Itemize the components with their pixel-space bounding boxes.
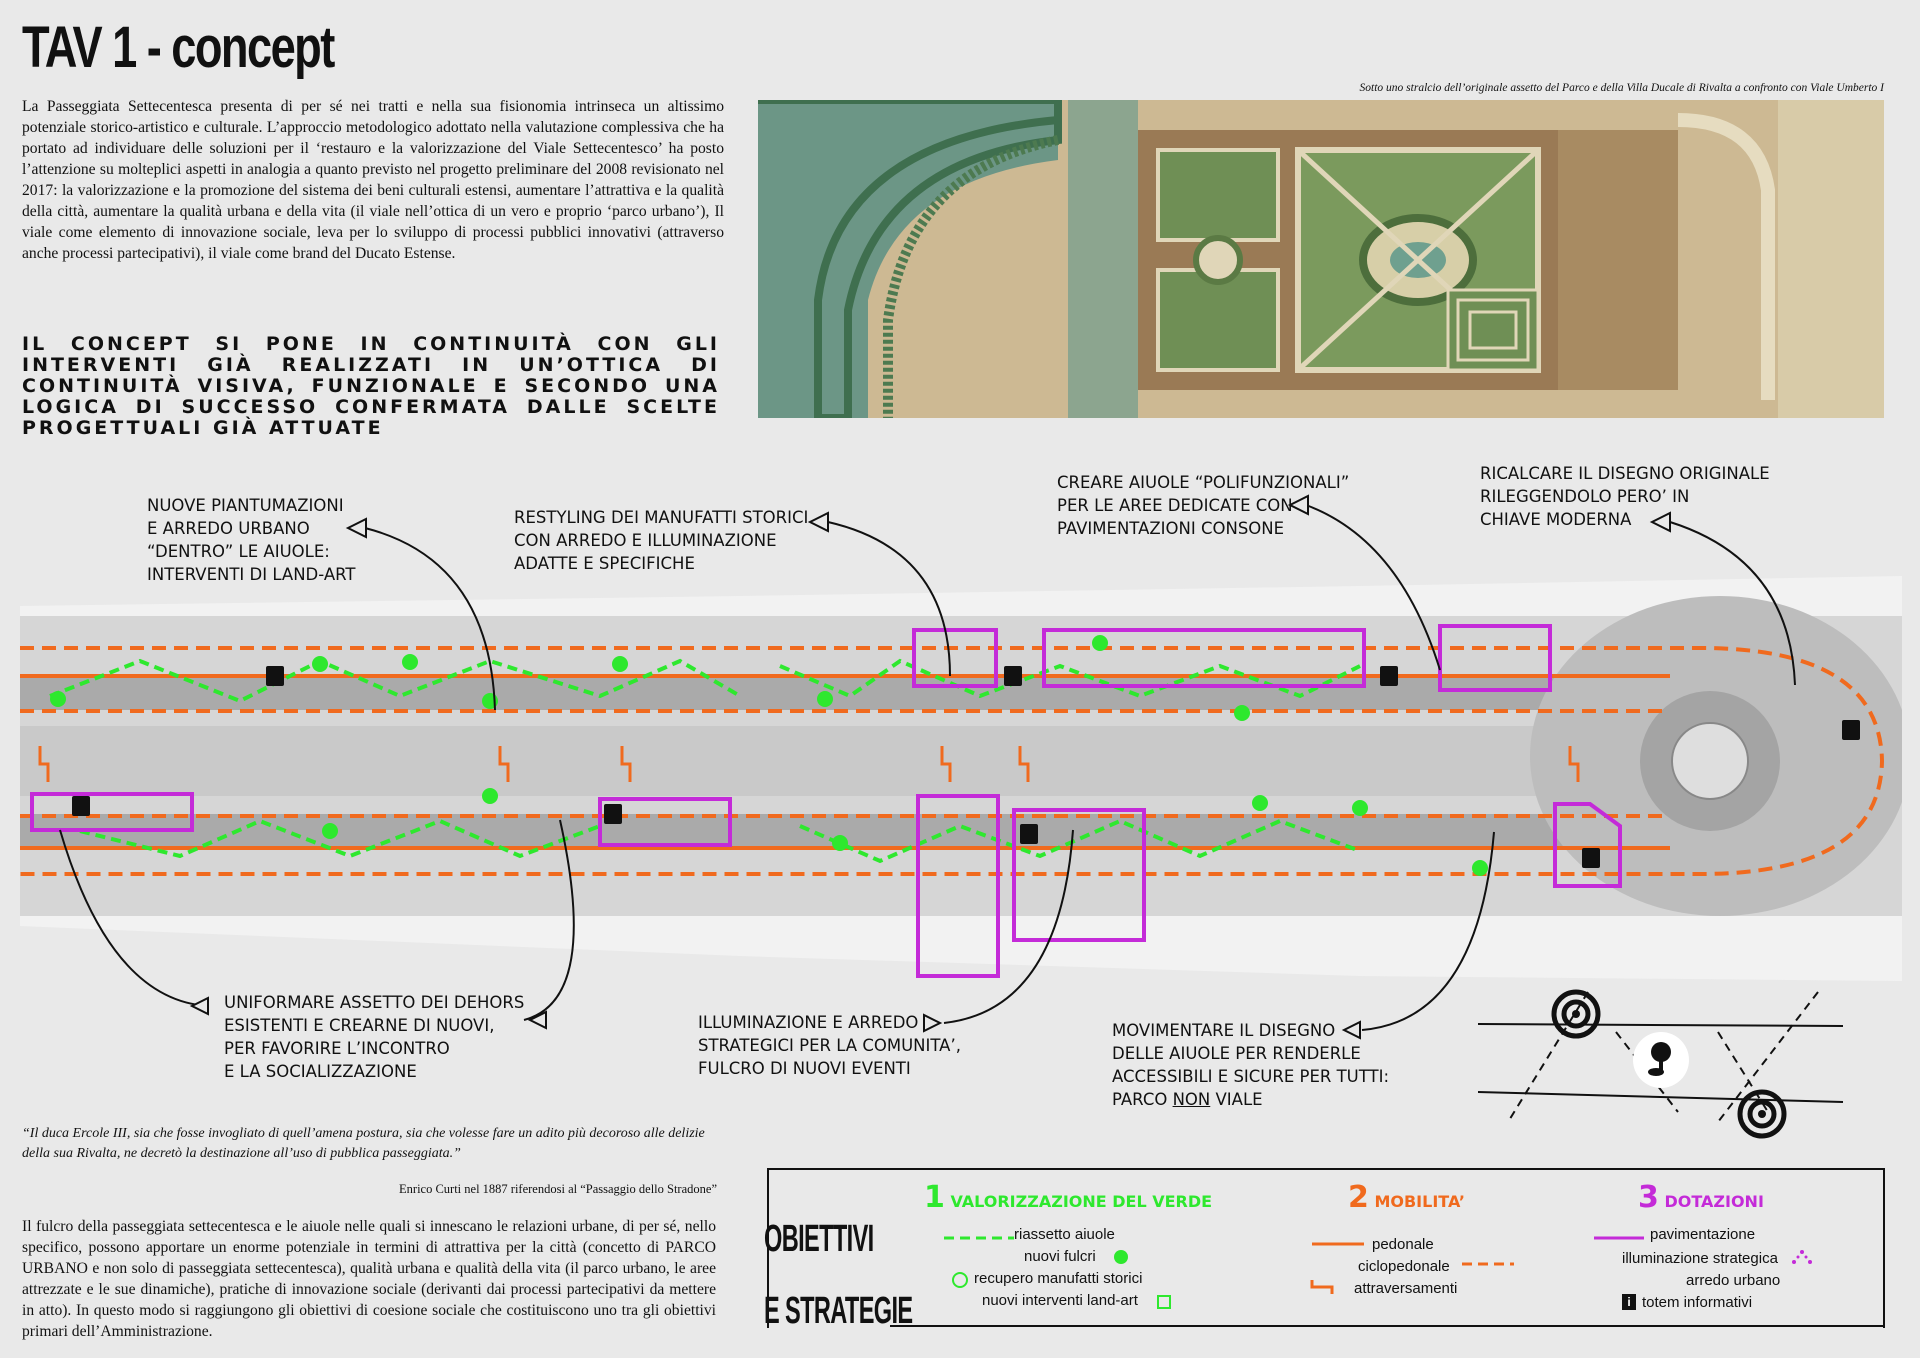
callout-line: ILLUMINAZIONE E ARREDO — [698, 1013, 919, 1032]
pedonale-line-icon — [1312, 1242, 1364, 1246]
legend-item-ciclopedonale: ciclopedonale — [1358, 1258, 1450, 1275]
callout-line: RESTYLING DEI MANUFATTI STORICI — [514, 508, 809, 527]
callout-line: PER LE AREE DEDICATE CON — [1057, 496, 1293, 515]
info-totem-icon: i — [1622, 1294, 1636, 1310]
callout-line: INTERVENTI DI LAND-ART — [147, 565, 356, 584]
quote-source: Enrico Curti nel 1887 riferendosi al “Pa… — [399, 1182, 717, 1196]
legend-item-arredo: arredo urbano — [1686, 1272, 1781, 1289]
ciclopedonale-dashed-icon — [1462, 1262, 1514, 1266]
callout-line: RICALCARE IL DISEGNO ORIGINALE — [1480, 464, 1770, 483]
attraversamento-icon — [1310, 1280, 1334, 1294]
legend-item-fulcri: nuovi fulcri — [1024, 1248, 1096, 1265]
callout-word: VIALE — [1210, 1090, 1263, 1109]
legend-item-recupero: recupero manufatti storici — [974, 1270, 1143, 1287]
callout-line: RILEGGENDOLO PERO’ IN — [1480, 487, 1690, 506]
callout-polifunzionali: CREARE AIUOLE “POLIFUNZIONALI” PER LE AR… — [1057, 471, 1349, 540]
callout-line: STRATEGICI PER LA COMUNITA’, — [698, 1036, 961, 1055]
callout-line: E ARREDO URBANO — [147, 519, 310, 538]
callout-line: DELLE AIUOLE PER RENDERLE — [1112, 1044, 1361, 1063]
callout-line: ACCESSIBILI E SICURE PER TUTTI: — [1112, 1067, 1390, 1086]
intro-paragraph: La Passeggiata Settecentesca presenta di… — [22, 98, 724, 262]
callout-line: CHIAVE MODERNA — [1480, 510, 1632, 529]
legend-box — [767, 1168, 1885, 1328]
callout-piantumazioni: NUOVE PIANTUMAZIONI E ARREDO URBANO “DEN… — [147, 494, 355, 586]
legend-side-title-2: E STRATEGIE — [764, 1290, 913, 1332]
legend-item-pavimentazione: pavimentazione — [1650, 1226, 1756, 1243]
callout-line: ADATTE E SPECIFICHE — [514, 554, 695, 573]
section-number: 2 — [1348, 1180, 1369, 1215]
site-plan-drawing — [20, 576, 1902, 981]
section-number: 1 — [924, 1180, 945, 1215]
legend-side-title-1: OBIETTIVI — [764, 1218, 874, 1260]
green-dot-icon — [1114, 1250, 1128, 1264]
map-caption: Sotto uno stralcio dell’originale assett… — [1359, 82, 1884, 94]
pavimentazione-line-icon — [1594, 1236, 1644, 1240]
callout-line: CON ARREDO E ILLUMINAZIONE — [514, 531, 777, 550]
legend-section-verde-title: 1 VALORIZZAZIONE DEL VERDE — [924, 1180, 1212, 1215]
callout-ricalcare: RICALCARE IL DISEGNO ORIGINALE RILEGGEND… — [1480, 462, 1770, 531]
callout-line: FULCRO DI NUOVI EVENTI — [698, 1059, 911, 1078]
page-title: TAV 1 - concept — [22, 15, 335, 80]
callout-dehors: UNIFORMARE ASSETTO DEI DEHORS ESISTENTI … — [224, 991, 524, 1083]
illuminazione-dots-icon — [1792, 1250, 1812, 1264]
legend-section-mobilita-title: 2 MOBILITA’ — [1348, 1180, 1465, 1215]
callout-illuminazione: ILLUMINAZIONE E ARREDO STRATEGICI PER LA… — [698, 1011, 961, 1080]
callout-line: PAVIMENTAZIONI CONSONE — [1057, 519, 1285, 538]
green-ring-icon — [952, 1272, 968, 1288]
callout-restyling: RESTYLING DEI MANUFATTI STORICI CON ARRE… — [514, 506, 808, 575]
riassetto-dashed-green-icon — [944, 1236, 1014, 1240]
legend-section-dotazioni-title: 3 DOTAZIONI — [1638, 1180, 1764, 1215]
callout-line: UNIFORMARE ASSETTO DEI DEHORS — [224, 993, 525, 1012]
callout-movimentare: MOVIMENTARE IL DISEGNO DELLE AIUOLE PER … — [1112, 1019, 1389, 1111]
closing-paragraph: Il fulcro della passeggiata settecentesc… — [22, 1218, 716, 1340]
callout-line: E LA SOCIALIZZAZIONE — [224, 1062, 417, 1081]
legend-item-landart: nuovi interventi land-art — [982, 1292, 1138, 1309]
legend-item-illuminazione: illuminazione strategica — [1622, 1250, 1778, 1267]
callout-line: ESISTENTI E CREARNE DI NUOVI, — [224, 1016, 495, 1035]
callout-line: PARCO NON VIALE — [1112, 1088, 1389, 1111]
legend-item-pedonale: pedonale — [1372, 1236, 1434, 1253]
green-square-icon — [1157, 1295, 1171, 1309]
historic-map-image — [758, 100, 1884, 418]
section-label: DOTAZIONI — [1664, 1192, 1764, 1211]
historical-quote: “Il duca Ercole III, sia che fosse invog… — [22, 1126, 705, 1161]
section-number: 3 — [1638, 1180, 1659, 1215]
callout-word-underlined: NON — [1172, 1090, 1211, 1109]
callout-line: MOVIMENTARE IL DISEGNO — [1112, 1021, 1336, 1040]
legend-item-attraversamenti: attraversamenti — [1354, 1280, 1458, 1297]
callout-line: “DENTRO” LE AIUOLE: — [147, 542, 330, 561]
legend-item-totem: totem informativi — [1642, 1294, 1753, 1311]
legend-box-bottom-rule — [890, 1325, 1883, 1327]
section-label: VALORIZZAZIONE DEL VERDE — [950, 1192, 1213, 1211]
park-not-avenue-schematic — [1478, 989, 1844, 1139]
callout-line: NUOVE PIANTUMAZIONI — [147, 496, 344, 515]
concept-headline: IL CONCEPT SI PONE IN CONTINUITÀ CON GLI… — [22, 333, 720, 439]
section-label: MOBILITA’ — [1374, 1192, 1465, 1211]
legend-item-riassetto: riassetto aiuole — [1014, 1226, 1115, 1243]
callout-word: PARCO — [1112, 1090, 1173, 1109]
callout-line: CREARE AIUOLE “POLIFUNZIONALI” — [1057, 473, 1350, 492]
callout-line: PER FAVORIRE L’INCONTRO — [224, 1039, 450, 1058]
